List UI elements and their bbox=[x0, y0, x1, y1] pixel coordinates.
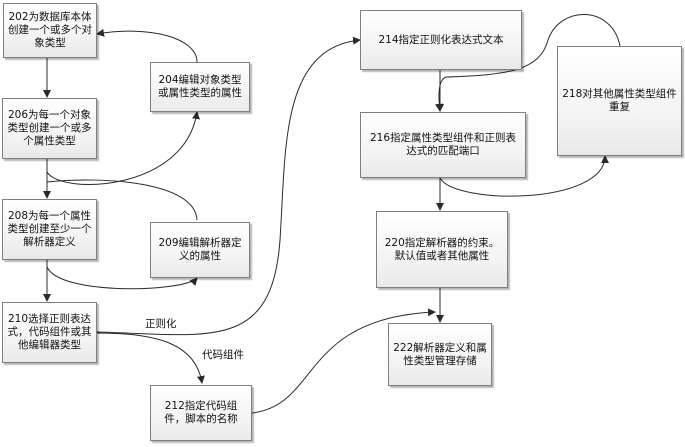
node-210: 210选择正则表达式，代码组件或其他编辑器类型 bbox=[2, 302, 97, 363]
node-212-label: 212指定代码组件，脚本的名称 bbox=[164, 400, 238, 425]
edge-218-216 bbox=[435, 14, 621, 112]
node-222: 222解析器定义和属性类型管理存储 bbox=[388, 323, 492, 386]
node-212: 212指定代码组件，脚本的名称 bbox=[150, 385, 252, 441]
edge-212-222 bbox=[251, 308, 436, 414]
node-220: 220指定解析器的约束。默认值或者其他属性 bbox=[376, 211, 508, 288]
node-208: 208为每一个属性类型创建至少一个解析器定义 bbox=[2, 199, 97, 260]
edge-label-code: 代码组件 bbox=[202, 349, 244, 361]
edge-label-regex: 正则化 bbox=[145, 318, 177, 330]
node-216: 216指定属性类型组件和正则表达式的匹配端口 bbox=[360, 112, 526, 178]
node-204: 204编辑对象类型或属性类型的属性 bbox=[150, 62, 250, 112]
edge-210-214 bbox=[96, 36, 361, 336]
node-206: 206为每一个对象类型创建一个或多个属性类型 bbox=[2, 98, 97, 159]
node-202: 202为数据库本体创建一个或多个对象类型 bbox=[3, 3, 97, 58]
node-204-label: 204编辑对象类型或属性类型的属性 bbox=[158, 74, 242, 99]
edge-204-202 bbox=[96, 28, 198, 63]
node-222-label: 222解析器定义和属性类型管理存储 bbox=[393, 341, 487, 367]
node-218-label: 218对其他属性类型组件重复 bbox=[562, 88, 677, 113]
node-218: 218对其他属性类型组件重复 bbox=[557, 46, 682, 156]
node-214-label: 214指定正则化表达式文本 bbox=[378, 33, 504, 46]
node-209: 209编辑解析器定义的属性 bbox=[150, 222, 250, 278]
node-206-label: 206为每一个对象类型创建一个或多个属性类型 bbox=[7, 109, 92, 147]
node-220-label: 220指定解析器的约束。默认值或者其他属性 bbox=[384, 236, 500, 262]
node-214: 214指定正则化表达式文本 bbox=[360, 10, 522, 70]
node-208-label: 208为每一个属性类型创建至少一个解析器定义 bbox=[7, 210, 92, 248]
node-210-label: 210选择正则表达式，代码组件或其他编辑器类型 bbox=[7, 313, 92, 351]
node-209-label: 209编辑解析器定义的属性 bbox=[158, 237, 242, 262]
edge-206-208-loop bbox=[46, 179, 198, 221]
edge-216-218 bbox=[439, 155, 609, 197]
node-216-label: 216指定属性类型组件和正则表达式的匹配端口 bbox=[369, 132, 517, 157]
node-202-label: 202为数据库本体创建一个或多个对象类型 bbox=[8, 11, 92, 49]
edge-210-212 bbox=[96, 332, 205, 384]
edge-206-204 bbox=[46, 111, 200, 185]
edge-208-209 bbox=[46, 266, 198, 290]
